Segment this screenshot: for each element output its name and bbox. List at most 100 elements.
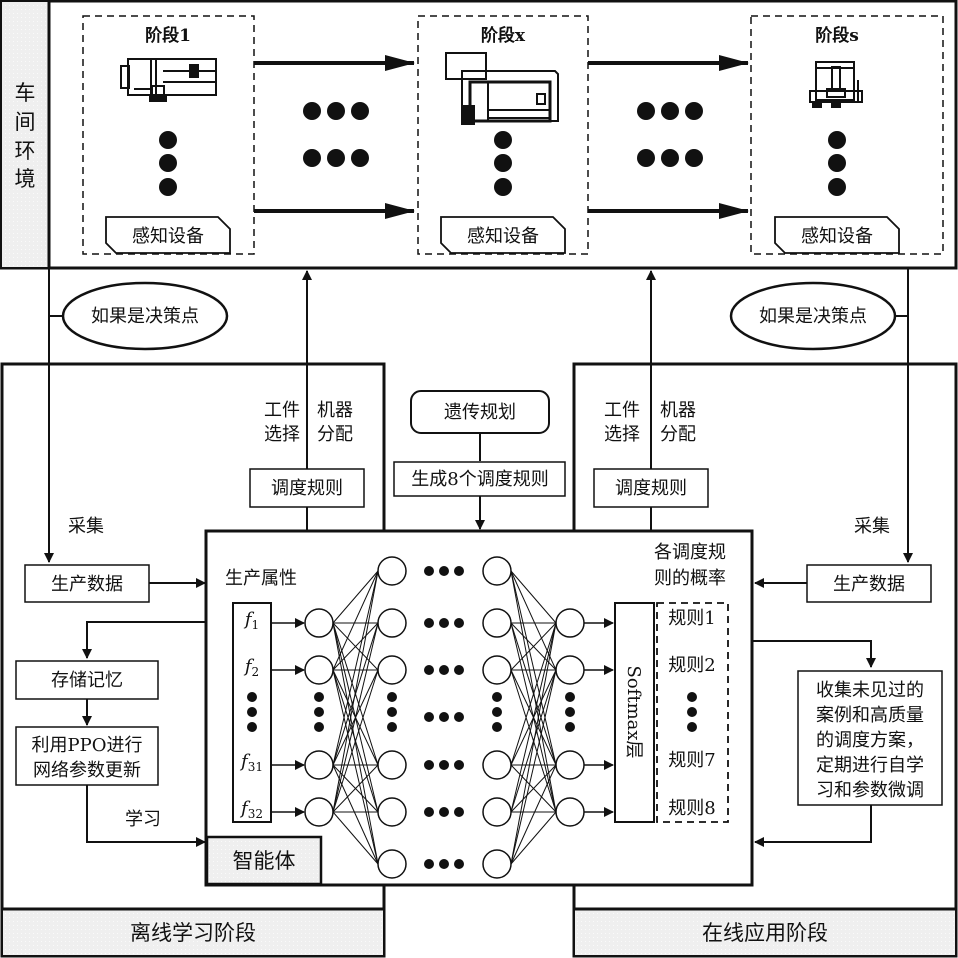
- rule-label: 规则2: [668, 655, 715, 676]
- output-neuron: [555, 608, 585, 638]
- layer-ellipsis-dot: [424, 665, 434, 675]
- layer-ellipsis-dot: [424, 618, 434, 628]
- agent-frame: [204, 529, 754, 887]
- column-ellipsis-dot: [565, 707, 575, 717]
- self-learning-box: [797, 670, 943, 806]
- layer-ellipsis-dot: [439, 566, 449, 576]
- hidden-neuron: [377, 556, 407, 586]
- nn-connection: [332, 622, 379, 813]
- genetic-programming-section: 遗传规划 生成8个调度规则: [393, 390, 566, 530]
- agent-panel: 智能体 生产属性 f1 f2 f31 f32 各调度规 则的概率 Softmax…: [204, 529, 754, 887]
- sensor-box: [105, 216, 231, 254]
- column-ellipsis-dot: [492, 707, 502, 717]
- layer-ellipsis-dot: [439, 859, 449, 869]
- dispatch-rule-label: 调度规则: [271, 478, 343, 499]
- stage-1: 阶段1 感知设备: [82, 15, 255, 255]
- workshop-environment: 车 间 环 境 阶段1 感知设备: [0, 0, 958, 270]
- output-neuron: [555, 655, 585, 685]
- input-neuron: [304, 608, 334, 638]
- workshop-label-char: 车: [15, 81, 36, 105]
- machine-stages-icon: [809, 61, 863, 108]
- column-ellipsis-dot: [387, 692, 397, 702]
- layer-ellipsis-dot: [424, 807, 434, 817]
- hidden-neuron: [377, 797, 407, 827]
- agent-label-box: [205, 835, 323, 886]
- online-application-panel: 在线应用阶段 工件 选择 机器 分配 调度规则 采集 生产数据 收集未见过的 案…: [572, 362, 958, 958]
- job-select-label: 选择: [264, 424, 300, 445]
- nn-connection: [510, 669, 557, 865]
- input-neuron: [304, 750, 334, 780]
- genetic-programming-label: 遗传规划: [444, 402, 516, 423]
- nn-connection: [332, 622, 379, 865]
- stagex-dots: [494, 131, 512, 196]
- hidden-neuron: [482, 556, 512, 586]
- nn-connection: [510, 570, 557, 624]
- job-select-label: 工件: [264, 400, 300, 421]
- column-ellipsis-dot: [492, 692, 502, 702]
- self-learning-line: 的调度方案，: [816, 730, 924, 751]
- layer-ellipsis-dot: [439, 712, 449, 722]
- layer-ellipsis-dot: [454, 665, 464, 675]
- machine-assign-label: 机器: [660, 400, 696, 421]
- layer-ellipsis-dot: [454, 760, 464, 770]
- collect-label: 采集: [854, 516, 890, 537]
- hidden-neuron: [377, 849, 407, 879]
- stage-title: 阶段x: [481, 25, 526, 46]
- nn-connection: [510, 764, 557, 865]
- ppo-update-label: 利用PPO进行: [32, 735, 143, 756]
- nn-connection: [510, 570, 557, 766]
- sensor-label: 感知设备: [467, 226, 539, 247]
- generate-rules-label: 生成8个调度规则: [411, 469, 548, 490]
- layer-ellipsis-dot: [454, 807, 464, 817]
- neural-network: [271, 556, 614, 879]
- layer-ellipsis-dot: [454, 859, 464, 869]
- workshop-side-panel: [2, 2, 49, 267]
- layer-ellipsis-dot: [424, 760, 434, 770]
- production-data-box: [24, 564, 150, 603]
- sensor-label: 感知设备: [801, 226, 873, 247]
- workshop-label-char: 环: [15, 139, 36, 163]
- nn-connection: [332, 570, 379, 766]
- offline-phase-label: 离线学习阶段: [130, 921, 256, 945]
- ppo-update-box: [15, 726, 159, 786]
- production-data-label: 生产数据: [51, 574, 123, 595]
- hidden-neuron: [482, 797, 512, 827]
- softmax-layer-box: [614, 602, 655, 823]
- dispatch-rule-box: [249, 468, 365, 508]
- workshop-label-char: 境: [15, 167, 36, 191]
- production-data-box: [806, 564, 932, 603]
- decision-label: 如果是决策点: [759, 306, 867, 327]
- stage-s: 阶段s 感知设备: [750, 15, 944, 255]
- machine-assign-label: 分配: [660, 424, 696, 445]
- rule-label: 规则7: [668, 750, 715, 771]
- layer-ellipsis-dot: [439, 807, 449, 817]
- offline-learning-panel: 离线学习阶段 工件 选择 机器 分配 调度规则 采集 生产数据 存储记忆 利用P…: [0, 362, 386, 958]
- output-title: 各调度规: [654, 542, 726, 563]
- stages-dots: [828, 131, 846, 196]
- self-learning-line: 定期进行自学: [816, 755, 924, 776]
- rules-column: [656, 602, 729, 823]
- nn-connection: [510, 622, 557, 865]
- nn-connection: [510, 811, 557, 865]
- layer-ellipsis-dot: [454, 712, 464, 722]
- nn-connection: [332, 811, 379, 865]
- nn-connection: [510, 570, 557, 813]
- nn-connection: [510, 622, 557, 671]
- features-ellipsis: [247, 692, 257, 732]
- ppo-update-label: 网络参数更新: [33, 760, 141, 781]
- layer-ellipsis-dot: [439, 760, 449, 770]
- layer-ellipsis-dot: [454, 618, 464, 628]
- collect-label: 采集: [68, 516, 104, 537]
- machine-assign-label: 分配: [317, 424, 353, 445]
- output-title: 则的概率: [654, 568, 726, 589]
- self-learning-line: 案例和高质量: [816, 705, 924, 726]
- softmax-layer-label: Softmax层: [623, 665, 644, 758]
- nn-connection: [332, 570, 379, 671]
- stage-flow-arrows: [254, 55, 749, 219]
- layer-ellipsis-dot: [439, 618, 449, 628]
- hidden-neuron: [377, 608, 407, 638]
- nn-connection: [332, 570, 379, 813]
- layer-ellipsis-dot: [424, 712, 434, 722]
- column-ellipsis-dot: [565, 722, 575, 732]
- online-phase-label: 在线应用阶段: [702, 921, 828, 945]
